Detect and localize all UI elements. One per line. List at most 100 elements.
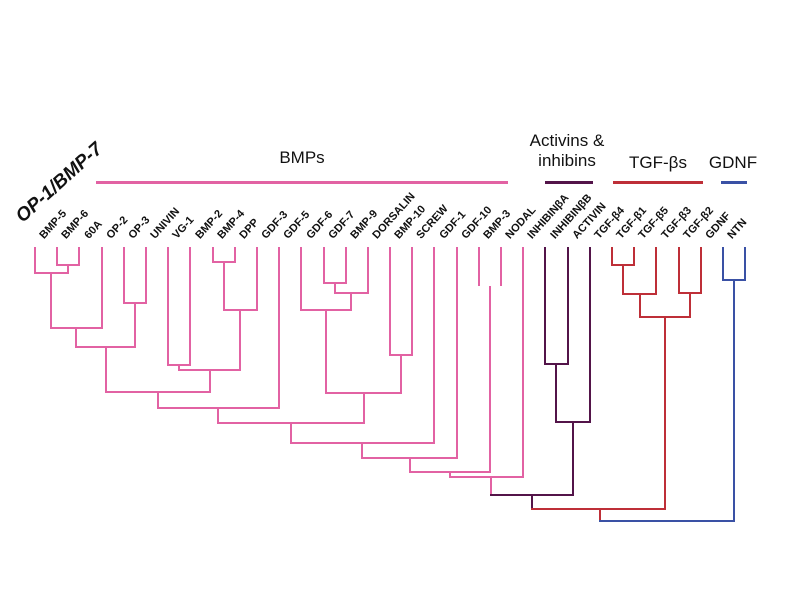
tree-branch-vertical xyxy=(123,247,125,303)
tree-branch-vertical xyxy=(664,317,666,509)
tree-branch-vertical xyxy=(323,247,325,283)
tree-branch-horizontal xyxy=(217,422,365,424)
tree-branch-vertical xyxy=(361,443,363,458)
tree-branch-vertical xyxy=(572,422,574,495)
tree-branch-vertical xyxy=(555,364,557,422)
tree-branch-horizontal xyxy=(622,293,657,295)
tree-branch-horizontal xyxy=(361,457,458,459)
tree-branch-vertical xyxy=(678,247,680,293)
tree-branch-horizontal xyxy=(449,476,524,478)
tree-branch-vertical xyxy=(689,293,691,317)
tree-branch-vertical xyxy=(217,408,219,423)
tree-branch-vertical xyxy=(544,247,546,364)
tree-branch-vertical xyxy=(157,392,159,408)
tree-branch-vertical xyxy=(212,247,214,262)
group-label-gdnf: GDNF xyxy=(708,153,758,172)
group-underline xyxy=(545,181,593,184)
tree-branch-horizontal xyxy=(490,494,574,496)
tree-branch-vertical xyxy=(411,247,413,355)
tree-branch-vertical xyxy=(389,247,391,355)
group-underline xyxy=(721,181,747,184)
tree-branch-vertical xyxy=(56,247,58,265)
tree-branch-vertical xyxy=(105,347,107,392)
tree-branch-vertical xyxy=(350,293,352,310)
tree-branch-vertical xyxy=(67,265,69,273)
tree-branch-vertical xyxy=(78,247,80,265)
tree-branch-horizontal xyxy=(325,392,402,394)
tree-branch-vertical xyxy=(134,303,136,347)
leaf-label: OP-3 xyxy=(126,214,153,242)
tree-branch-vertical xyxy=(522,247,524,477)
tree-branch-vertical xyxy=(290,423,292,443)
tree-branch-horizontal xyxy=(178,369,241,371)
tree-branch-vertical xyxy=(611,247,613,265)
tree-branch-vertical xyxy=(75,328,77,347)
tree-branch-horizontal xyxy=(611,264,635,266)
tree-branch-vertical xyxy=(363,393,365,423)
tree-branch-horizontal xyxy=(223,309,258,311)
group-label-activins-: Activins & inhibins xyxy=(529,131,605,170)
tree-branch-horizontal xyxy=(290,442,435,444)
tree-branch-vertical xyxy=(622,265,624,294)
leaf-label: OP-2 xyxy=(104,214,131,242)
group-underline xyxy=(96,181,508,184)
tree-branch-vertical xyxy=(34,247,36,273)
tree-branch-horizontal xyxy=(50,327,103,329)
tree-branch-vertical xyxy=(256,247,258,310)
tree-branch-vertical xyxy=(209,370,211,392)
tree-branch-horizontal xyxy=(639,316,691,318)
tree-branch-vertical xyxy=(409,458,411,472)
tree-branch-vertical xyxy=(223,262,225,310)
tree-branch-vertical xyxy=(655,247,657,294)
tree-branch-horizontal xyxy=(157,407,280,409)
tree-branch-horizontal xyxy=(34,272,69,274)
tree-branch-vertical xyxy=(456,247,458,458)
tree-branch-vertical xyxy=(145,247,147,303)
tree-branch-vertical xyxy=(178,365,180,370)
tree-branch-vertical xyxy=(589,247,591,422)
tree-branch-horizontal xyxy=(389,354,413,356)
group-label-tgf-s: TGF-βs xyxy=(629,153,687,172)
tree-branch-vertical xyxy=(744,247,746,280)
tree-branch-vertical xyxy=(345,247,347,283)
tree-branch-vertical xyxy=(189,247,191,365)
tree-branch-vertical xyxy=(489,286,491,472)
tree-branch-horizontal xyxy=(531,508,666,510)
tree-branch-vertical xyxy=(101,247,103,328)
tree-branch-horizontal xyxy=(555,421,591,423)
tree-branch-vertical xyxy=(400,355,402,393)
tree-branch-vertical xyxy=(449,472,451,477)
tree-branch-vertical xyxy=(239,310,241,370)
tree-branch-vertical xyxy=(325,310,327,393)
tree-branch-horizontal xyxy=(212,261,236,263)
group-underline xyxy=(613,181,703,184)
tree-branch-horizontal xyxy=(599,520,735,522)
tree-branch-horizontal xyxy=(409,471,491,473)
tree-branch-vertical xyxy=(639,294,641,317)
tree-branch-vertical xyxy=(733,280,735,521)
tree-branch-horizontal xyxy=(544,363,569,365)
tree-branch-horizontal xyxy=(722,279,746,281)
tree-branch-vertical xyxy=(300,247,302,310)
tree-branch-horizontal xyxy=(105,391,211,393)
tree-branch-vertical xyxy=(478,247,480,286)
tree-branch-vertical xyxy=(433,247,435,443)
tree-branch-vertical xyxy=(50,273,52,328)
tree-branch-vertical xyxy=(567,247,569,364)
tree-branch-horizontal xyxy=(334,292,369,294)
tree-branch-horizontal xyxy=(678,292,702,294)
tree-branch-horizontal xyxy=(123,302,147,304)
tree-branch-vertical xyxy=(490,477,492,495)
group-label-bmps: BMPs xyxy=(279,148,325,167)
tree-branch-vertical xyxy=(278,247,280,408)
tree-branch-horizontal xyxy=(300,309,352,311)
tree-branch-horizontal xyxy=(167,364,191,366)
tree-branch-horizontal xyxy=(75,346,136,348)
tree-branch-vertical xyxy=(700,247,702,293)
tree-branch-vertical xyxy=(500,247,502,286)
tree-branch-vertical xyxy=(633,247,635,265)
tree-branch-vertical xyxy=(167,247,169,365)
tree-branch-vertical xyxy=(234,247,236,262)
tree-branch-horizontal xyxy=(323,282,347,284)
